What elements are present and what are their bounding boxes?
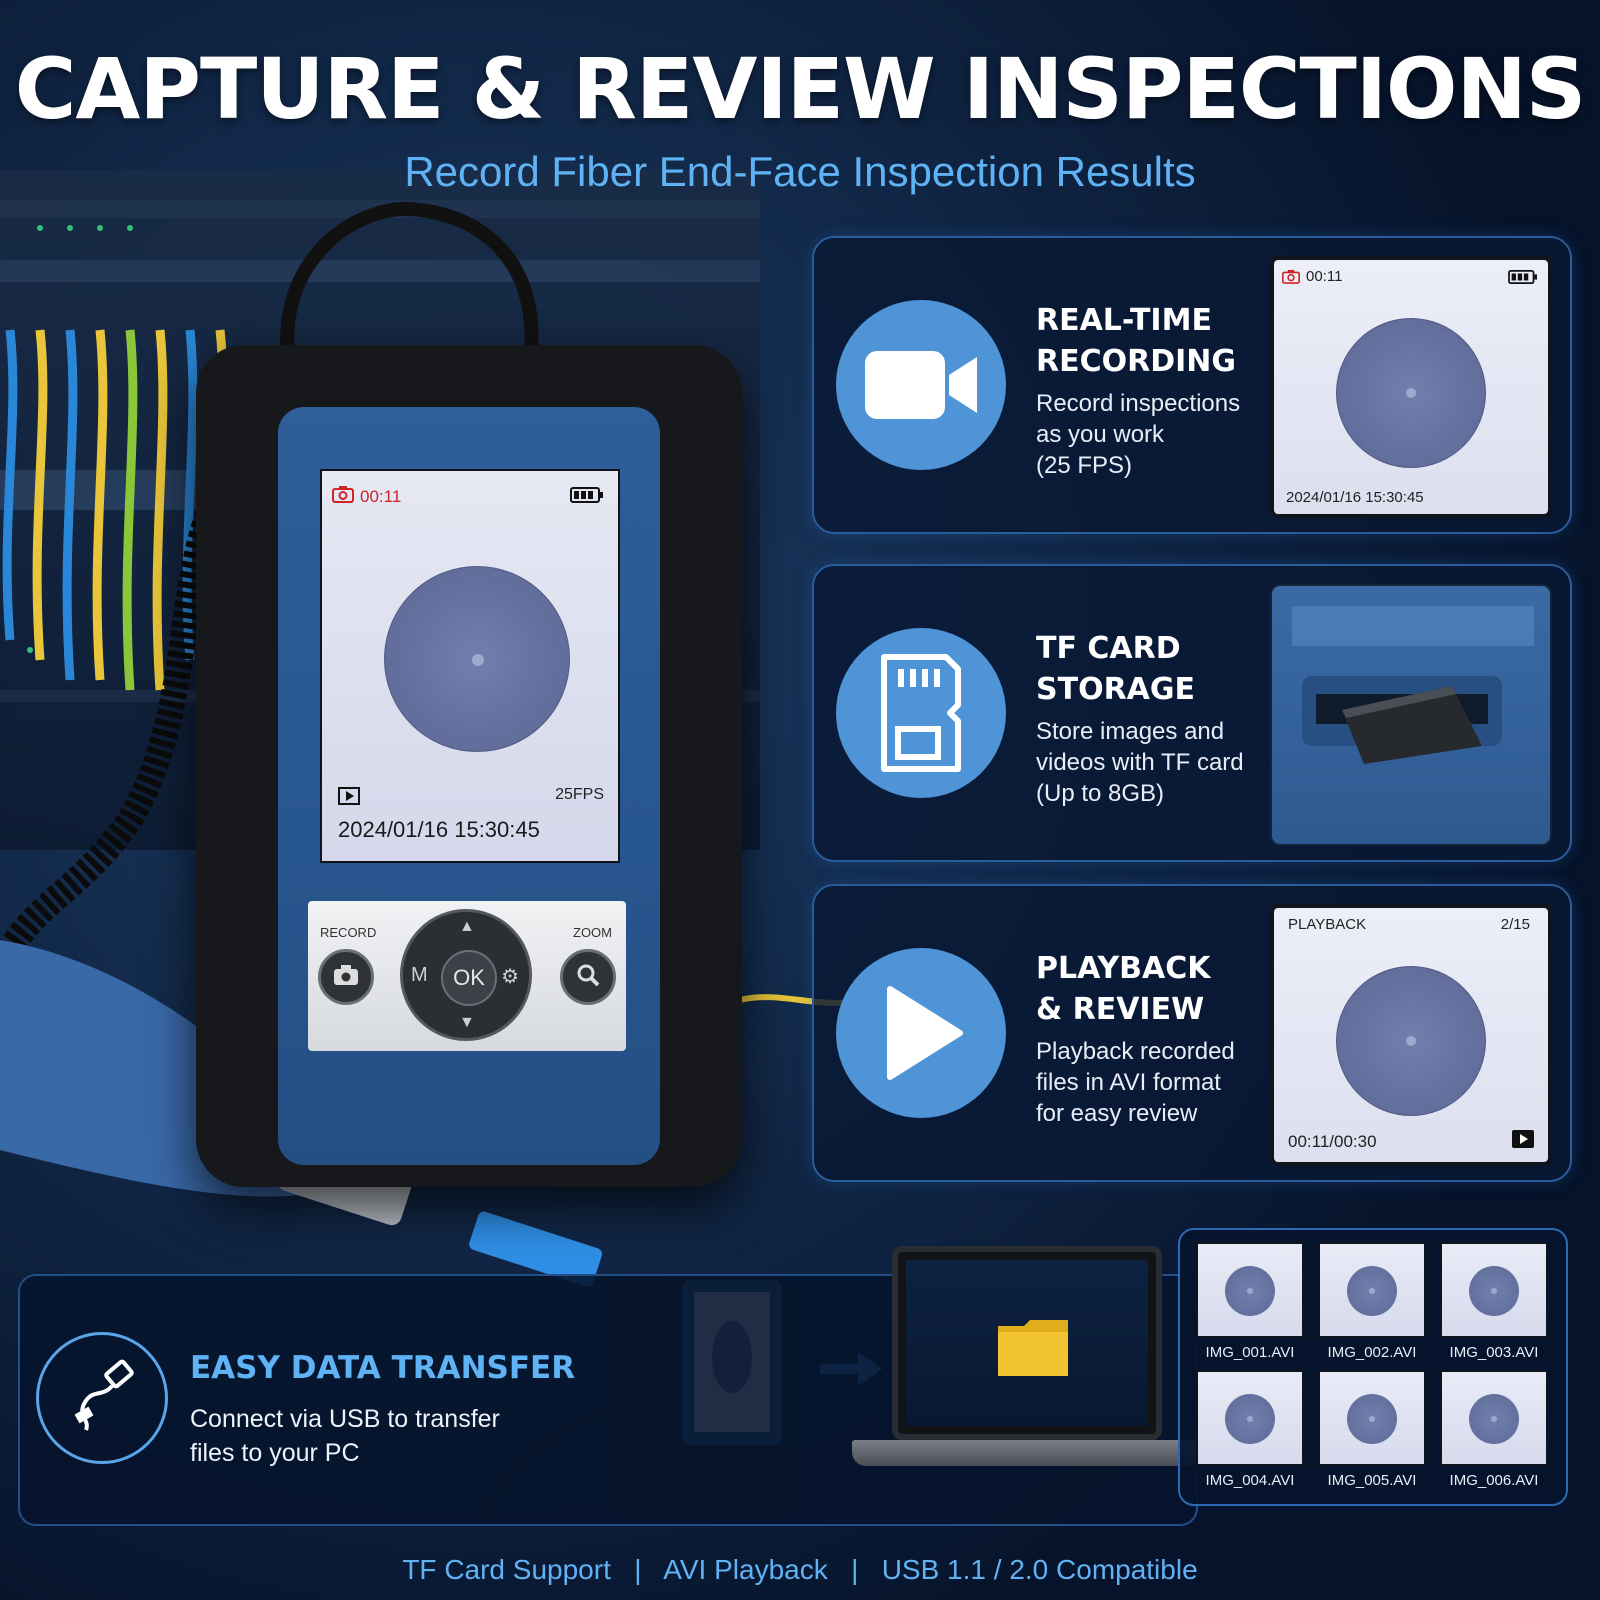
arrow-down-icon[interactable]: ▼ [459,1014,475,1031]
playback-screen-preview: PLAYBACK 2/15 00:11/00:30 [1270,904,1552,1166]
camera-icon [332,485,354,508]
battery-icon [570,487,604,508]
laptop [892,1246,1162,1440]
zoom-button[interactable] [560,949,616,1005]
folder-icon [998,1320,1068,1376]
patch-cables [2,329,228,691]
footer-separator: | [851,1554,859,1585]
datetime-readout: 2024/01/16 15:30:45 [338,817,540,842]
file-thumbnail[interactable]: IMG_002.AVI [1318,1242,1430,1361]
transfer-title: EASY DATA TRANSFER [190,1350,576,1386]
recording-indicator: 00:11 [1282,268,1342,285]
sd-card-icon [836,628,1006,798]
device-cable [280,201,539,372]
record-time: 00:11 [360,486,402,506]
camera-icon [333,964,359,991]
file-thumbnail[interactable]: IMG_006.AVI [1440,1370,1552,1489]
feature-title: PLAYBACK& REVIEW [1036,951,1211,1027]
page-subtitle: Record Fiber End-Face Inspection Results [404,148,1196,195]
play-icon [338,787,360,810]
footer-item: AVI Playback [663,1554,828,1585]
camera-icon [1282,269,1300,284]
record-label: RECORD [320,925,377,940]
record-button[interactable] [318,949,374,1005]
recording-indicator: 00:11 [332,485,401,508]
file-thumbnail[interactable]: IMG_004.AVI [1196,1370,1308,1489]
battery-icon [1508,270,1538,288]
magnifier-icon [575,962,601,993]
fiber-end-face [1336,966,1486,1116]
zoom-label: ZOOM [573,925,612,940]
device-screen: 00:11 25FPS 2024/01/16 15:30:45 [320,469,620,863]
file-thumbnail[interactable]: IMG_001.AVI [1196,1242,1308,1361]
file-grid: IMG_001.AVI IMG_002.AVI IMG_003.AVI IMG_… [1178,1228,1568,1506]
video-camera-icon [836,300,1006,470]
fiber-end-face [1336,318,1486,468]
playback-progress: 00:11/00:30 [1288,1132,1377,1151]
ok-button[interactable]: OK [441,950,497,1006]
footer-separator: | [634,1554,642,1585]
fps-readout: 25FPS [555,786,604,803]
footer-item: TF Card Support [402,1554,611,1585]
play-icon[interactable] [1512,1130,1534,1152]
datetime-readout: 2024/01/16 15:30:45 [1286,489,1424,506]
playback-mode-label: PLAYBACK [1288,916,1367,933]
footer-item: USB 1.1 / 2.0 Compatible [881,1554,1198,1585]
coiled-cord [0,462,241,957]
footer-feature-strip: TF Card Support | AVI Playback | USB 1.1… [0,1554,1600,1586]
inspection-device: 00:11 25FPS 2024/01/16 15:30:45 RECORD Z… [196,345,742,1187]
laptop-keyboard-base [852,1440,1202,1466]
tf-card-slot-photo [1270,584,1552,846]
file-index: 2/15 [1500,916,1530,933]
page-title: CAPTURE & REVIEW INSPECTIONS [14,40,1587,138]
arrow-up-icon[interactable]: ▲ [459,918,475,935]
device-face: 00:11 25FPS 2024/01/16 15:30:45 RECORD Z… [278,407,660,1165]
usb-cable-icon [36,1332,168,1464]
menu-button[interactable]: M [411,964,428,986]
file-thumbnail[interactable]: IMG_003.AVI [1440,1242,1552,1361]
device-keypad: RECORD ZOOM ▲ M OK ⚙ ▼ [308,901,626,1051]
gear-icon[interactable]: ⚙ [501,966,519,988]
navigation-pad: ▲ M OK ⚙ ▼ [400,909,532,1041]
play-icon [836,948,1006,1118]
fiber-end-face [384,566,570,752]
file-thumbnail[interactable]: IMG_005.AVI [1318,1370,1430,1489]
recording-screen-preview: 00:11 2024/01/16 15:30:45 [1270,256,1552,518]
